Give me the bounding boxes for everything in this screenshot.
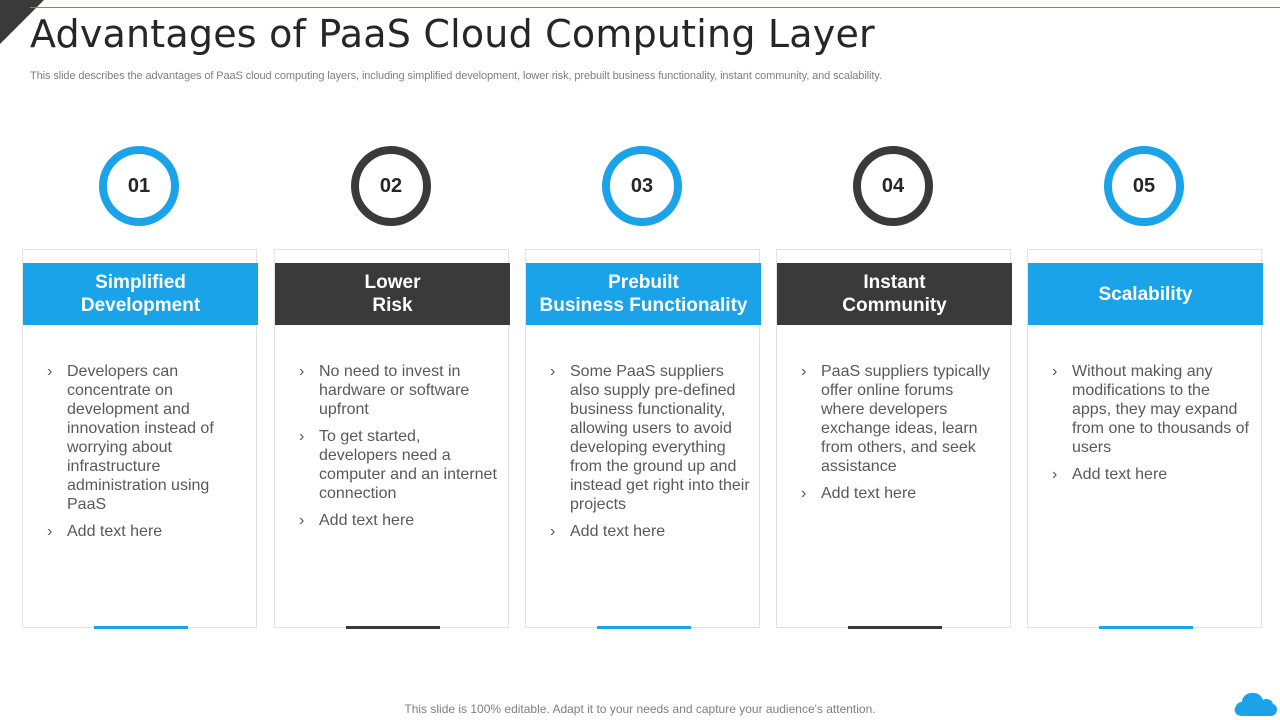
- card-heading-line1: Instant: [863, 272, 926, 293]
- bullet-text: Developers can concentrate on developmen…: [67, 363, 214, 513]
- advantage-card: Prebuilt Business Functionality › Some Pa…: [525, 249, 761, 629]
- bullet-list: › PaaS suppliers typically offer online f…: [801, 362, 1001, 511]
- bullet-text: To get started, developers need a comput…: [319, 428, 497, 502]
- chevron-right-icon: ›: [1052, 363, 1058, 380]
- step-number-circle: 03: [602, 146, 682, 226]
- bullet-item: › Add text here: [801, 484, 1001, 503]
- bullet-item: › Add text here: [299, 511, 499, 530]
- step-number: 02: [379, 174, 403, 197]
- footer-note: This slide is 100% editable. Adapt it to…: [404, 702, 876, 716]
- chevron-right-icon: ›: [550, 523, 556, 540]
- card-heading-line2: Community: [842, 295, 947, 316]
- bullet-text: Add text here: [570, 523, 666, 540]
- bullet-text: Add text here: [67, 523, 163, 540]
- bullet-text: Add text here: [1072, 466, 1168, 483]
- chevron-right-icon: ›: [801, 485, 807, 502]
- chevron-right-icon: ›: [47, 363, 53, 380]
- card-accent-bar: [1099, 626, 1193, 629]
- chevron-right-icon: ›: [299, 428, 305, 445]
- advantage-card: Lower Risk › No need to invest in hardwar…: [274, 249, 510, 629]
- bullet-item: › PaaS suppliers typically offer online f…: [801, 362, 1001, 476]
- advantage-column-5: 05 Scalability › Without making any modif…: [1027, 146, 1263, 630]
- chevron-right-icon: ›: [1052, 466, 1058, 483]
- bullet-text: Add text here: [821, 485, 917, 502]
- bullet-item: › Add text here: [1052, 465, 1252, 484]
- card-heading-line1: Scalability: [1098, 283, 1193, 305]
- chevron-right-icon: ›: [550, 363, 556, 380]
- bullet-item: › Add text here: [550, 522, 750, 541]
- bullet-text: Some PaaS suppliers also supply pre-defi…: [570, 363, 750, 513]
- card-header: Simplified Development: [23, 263, 258, 325]
- bullet-item: › Add text here: [47, 522, 247, 541]
- page-subtitle: This slide describes the advantages of P…: [30, 70, 882, 82]
- bullet-text: No need to invest in hardware or softwar…: [319, 363, 470, 418]
- step-number-circle: 04: [853, 146, 933, 226]
- card-header: Lower Risk: [275, 263, 510, 325]
- bullet-item: › To get started, developers need a compu…: [299, 427, 499, 503]
- advantage-card: Simplified Development › Developers can c…: [22, 249, 258, 629]
- card-accent-bar: [94, 626, 188, 629]
- step-number: 04: [881, 174, 905, 197]
- chevron-right-icon: ›: [801, 363, 807, 380]
- cloud-icon: [1234, 692, 1277, 716]
- card-accent-bar: [597, 626, 691, 629]
- chevron-right-icon: ›: [299, 512, 305, 529]
- bullet-list: › Without making any modifications to the…: [1052, 362, 1252, 492]
- card-heading-line2: Development: [80, 295, 201, 316]
- bullet-text: Without making any modifications to the …: [1072, 363, 1249, 456]
- page-title: Advantages of PaaS Cloud Computing Layer: [30, 12, 875, 56]
- top-rule: [30, 7, 1280, 8]
- card-header: Instant Community: [777, 263, 1012, 325]
- card-heading-line1: Simplified: [95, 272, 186, 293]
- card-heading-line1: Prebuilt: [608, 272, 679, 293]
- bullet-item: › Developers can concentrate on developme…: [47, 362, 247, 514]
- bullet-item: › Some PaaS suppliers also supply pre-def…: [550, 362, 750, 514]
- chevron-right-icon: ›: [299, 363, 305, 380]
- step-number-circle: 05: [1104, 146, 1184, 226]
- step-number: 03: [630, 174, 654, 197]
- bullet-list: › Some PaaS suppliers also supply pre-def…: [550, 362, 750, 549]
- bullet-text: PaaS suppliers typically offer online fo…: [821, 363, 990, 475]
- advantage-card: Instant Community › PaaS suppliers typica…: [776, 249, 1012, 629]
- card-heading-line1: Lower: [364, 272, 421, 293]
- card-header: Scalability: [1028, 263, 1263, 325]
- bullet-list: › Developers can concentrate on developme…: [47, 362, 247, 549]
- advantage-column-3: 03 Prebuilt Business Functionality › Some…: [525, 146, 761, 630]
- step-number-circle: 02: [351, 146, 431, 226]
- corner-triangle-icon: [0, 0, 44, 44]
- card-heading-line2: Business Functionality: [539, 295, 748, 316]
- card-header: Prebuilt Business Functionality: [526, 263, 761, 325]
- advantage-card: Scalability › Without making any modifica…: [1027, 249, 1263, 629]
- card-heading-line2: Risk: [372, 295, 413, 316]
- card-accent-bar: [346, 626, 440, 629]
- bullet-list: › No need to invest in hardware or softwa…: [299, 362, 499, 538]
- bullet-text: Add text here: [319, 512, 415, 529]
- advantage-column-4: 04 Instant Community › PaaS suppliers typ…: [776, 146, 1012, 630]
- advantage-column-2: 02 Lower Risk › No need to invest in hard…: [274, 146, 510, 630]
- advantage-column-1: 01 Simplified Development › Developers ca…: [22, 146, 258, 630]
- step-number-circle: 01: [99, 146, 179, 226]
- step-number: 05: [1132, 174, 1156, 197]
- bullet-item: › No need to invest in hardware or softwa…: [299, 362, 499, 419]
- card-accent-bar: [848, 626, 942, 629]
- step-number: 01: [127, 174, 151, 197]
- advantages-columns: 01 Simplified Development › Developers ca…: [22, 146, 1263, 630]
- bullet-item: › Without making any modifications to the…: [1052, 362, 1252, 457]
- chevron-right-icon: ›: [47, 523, 53, 540]
